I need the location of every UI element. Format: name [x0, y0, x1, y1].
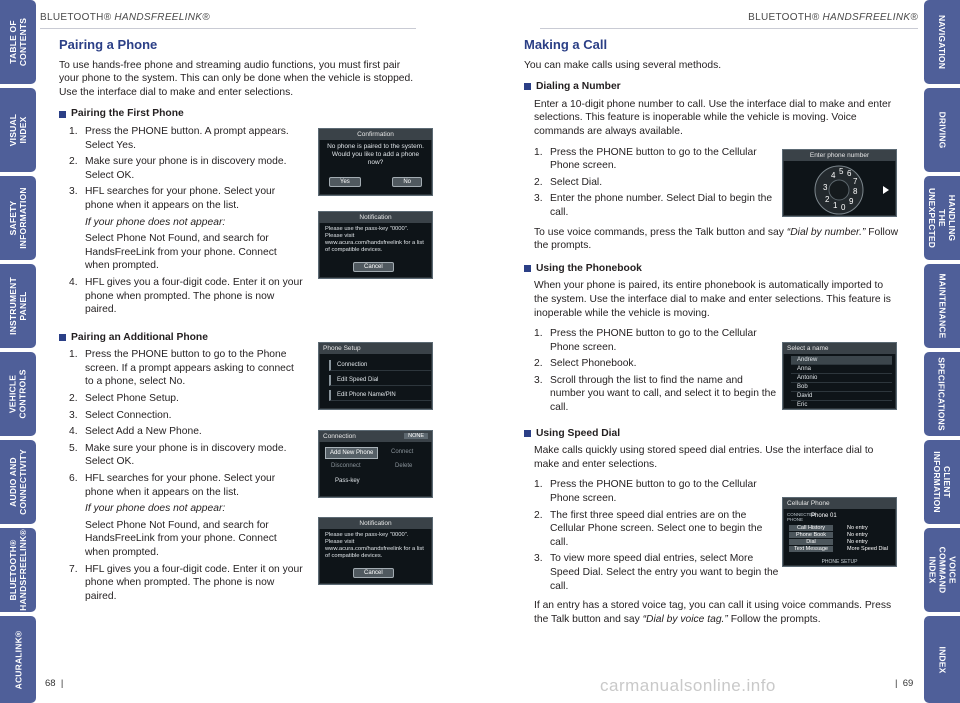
- page-number-right: | 69: [895, 678, 914, 689]
- svg-text:2: 2: [825, 195, 830, 204]
- tab-specifications[interactable]: SPECIFICATIONS: [924, 352, 960, 436]
- list-item: 3.To view more speed dial entries, selec…: [534, 553, 779, 592]
- list-item: 3.Select Connection.: [69, 409, 172, 421]
- svg-text:5: 5: [839, 167, 844, 176]
- left-page-content: Pairing a Phone To use hands-free phone …: [59, 38, 421, 606]
- running-header-right: BLUETOOTH® HANDSFREELINK®: [748, 12, 918, 23]
- speed-dial-intro: Make calls quickly using stored speed di…: [534, 445, 874, 470]
- tab-driving[interactable]: DRIVING: [924, 88, 960, 172]
- dial-wheel-icon: 4 5 6 7 3 8 2 1 0 9: [814, 165, 889, 215]
- tab-vehicle-controls[interactable]: VEHICLE CONTROLS: [0, 352, 36, 436]
- section-heading-dialing: Dialing a Number: [524, 80, 898, 94]
- page-title-pairing: Pairing a Phone: [59, 37, 158, 52]
- dial-screen-image: Enter phone number 4 5 6 7 3 8 2 1 0 9: [782, 149, 897, 217]
- list-item: 4.Select Add a New Phone.: [69, 426, 202, 438]
- confirmation-screen-image: Confirmation No phone is paired to the s…: [318, 128, 433, 196]
- right-section-tabs: NAVIGATION DRIVING HANDLING THE UNEXPECT…: [924, 0, 960, 703]
- dialing-voice-note: To use voice commands, press the Talk bu…: [534, 226, 899, 252]
- tab-handling-unexpected[interactable]: HANDLING THE UNEXPECTED: [924, 176, 960, 260]
- dialing-intro: Enter a 10-digit phone number to call. U…: [534, 98, 892, 137]
- if-not-appear-note: If your phone does not appear:: [85, 216, 226, 228]
- svg-text:1: 1: [833, 201, 838, 210]
- svg-text:7: 7: [853, 177, 858, 186]
- watermark: carmanualsonline.info: [600, 676, 776, 695]
- first-phone-steps: 1.Press the PHONE button. A prompt appea…: [59, 125, 304, 317]
- if-not-appear-note: If your phone does not appear:: [85, 503, 226, 515]
- square-bullet-icon: [524, 83, 531, 91]
- making-call-intro: You can make calls using several methods…: [524, 59, 722, 71]
- header-rule-left: [40, 28, 416, 29]
- additional-phone-steps: 1.Press the PHONE button to go to the Ph…: [59, 348, 304, 603]
- square-bullet-icon: [524, 265, 531, 273]
- header-rule-right: [540, 28, 918, 29]
- svg-text:3: 3: [823, 183, 828, 192]
- section-heading-additional-phone: Pairing an Additional Phone: [59, 331, 421, 345]
- yes-button: Yes: [329, 177, 361, 187]
- section-heading-speed-dial: Using Speed Dial: [524, 427, 898, 441]
- no-button: No: [392, 177, 422, 187]
- tab-table-of-contents[interactable]: TABLE OF CONTENTS: [0, 0, 36, 84]
- tab-index[interactable]: INDEX: [924, 616, 960, 703]
- connection-screen-image: Connection NONE Add New Phone Connect Di…: [318, 430, 433, 498]
- speed-dial-voice-note: If an entry has a stored voice tag, you …: [534, 600, 892, 625]
- notification-screen-image-2: Notification Please use the pass-key "00…: [318, 517, 433, 585]
- speed-dial-steps: 1.Press the PHONE button to go to the Ce…: [524, 478, 779, 593]
- cancel-button: Cancel: [353, 262, 394, 272]
- list-item: 7.HFL gives you a four-digit code. Enter…: [69, 563, 303, 602]
- svg-text:4: 4: [831, 171, 836, 180]
- svg-text:0: 0: [841, 203, 846, 212]
- cancel-button: Cancel: [353, 568, 394, 578]
- list-item: 3.Scroll through the list to find the na…: [534, 374, 777, 414]
- list-item: 1.Press the PHONE button to go to the Ce…: [534, 328, 757, 353]
- list-item: 2.The first three speed dial entries are…: [534, 509, 763, 548]
- list-item: 5.Make sure your phone is in discovery m…: [69, 442, 287, 468]
- list-item: 1.Press the PHONE button to go to the Ph…: [69, 349, 294, 388]
- phone-setup-screen-image: Phone Setup Connection Edit Speed Dial E…: [318, 342, 433, 410]
- tab-maintenance[interactable]: MAINTENANCE: [924, 264, 960, 348]
- tab-instrument-panel[interactable]: INSTRUMENT PANEL: [0, 264, 36, 348]
- list-item: 3.HFL searches for your phone. Select yo…: [59, 185, 304, 273]
- pairing-intro: To use hands-free phone and streaming au…: [59, 59, 414, 98]
- svg-text:8: 8: [853, 187, 858, 196]
- section-heading-first-phone: Pairing the First Phone: [59, 107, 421, 121]
- list-item: 2.Select Phonebook.: [534, 358, 637, 370]
- dialing-steps: 1.Press the PHONE button to go to the Ce…: [524, 146, 779, 220]
- section-heading-phonebook: Using the Phonebook: [524, 262, 898, 276]
- list-item: 2.Make sure your phone is in discovery m…: [69, 156, 287, 181]
- page-number-left: 68 |: [45, 678, 64, 689]
- svg-text:6: 6: [847, 169, 852, 178]
- tab-audio-connectivity[interactable]: AUDIO AND CONNECTIVITY: [0, 440, 36, 524]
- tab-client-information[interactable]: CLIENT INFORMATION: [924, 440, 960, 524]
- list-item: 2.Select Dial.: [534, 176, 603, 188]
- left-section-tabs: TABLE OF CONTENTS VISUAL INDEX SAFETY IN…: [0, 0, 36, 703]
- running-header-left: BLUETOOTH® HANDSFREELINK®: [40, 12, 210, 23]
- notification-screen-image: Notification Please use the pass-key "00…: [318, 211, 433, 279]
- page-title-making-call: Making a Call: [524, 37, 608, 52]
- square-bullet-icon: [524, 429, 531, 437]
- phonebook-screen-image: Select a name Andrew Anna Antonio Bob Da…: [782, 342, 897, 410]
- right-page-content: Making a Call You can make calls using s…: [524, 38, 898, 626]
- tab-voice-command-index[interactable]: VOICE COMMAND INDEX: [924, 528, 960, 612]
- list-item: 1.Press the PHONE button. A prompt appea…: [69, 125, 289, 151]
- tab-safety-information[interactable]: SAFETY INFORMATION: [0, 176, 36, 260]
- list-item: 1.Press the PHONE button to go to the Ce…: [534, 479, 757, 505]
- phonebook-intro: When your phone is paired, its entire ph…: [534, 280, 891, 319]
- list-item: 1.Press the PHONE button to go to the Ce…: [534, 146, 757, 172]
- square-bullet-icon: [59, 333, 66, 341]
- tab-bluetooth-handsfreelink[interactable]: BLUETOOTH® HANDSFREELINK®: [0, 528, 36, 612]
- list-item: 3.Enter the phone number. Select Dial to…: [534, 193, 773, 218]
- tab-acuralink[interactable]: ACURALINK®: [0, 616, 36, 703]
- tab-navigation[interactable]: NAVIGATION: [924, 0, 960, 84]
- phonebook-steps: 1.Press the PHONE button to go to the Ce…: [524, 327, 779, 415]
- list-item: 2.Select Phone Setup.: [69, 393, 179, 405]
- list-item: 6.HFL searches for your phone. Select yo…: [59, 472, 304, 560]
- list-item: 4.HFL gives you a four-digit code. Enter…: [69, 276, 303, 316]
- tab-visual-index[interactable]: VISUAL INDEX: [0, 88, 36, 172]
- square-bullet-icon: [59, 110, 66, 118]
- svg-text:9: 9: [849, 197, 854, 206]
- cellular-phone-screen-image: Cellular Phone CONNECTED PHONE Phone 01 …: [782, 497, 897, 567]
